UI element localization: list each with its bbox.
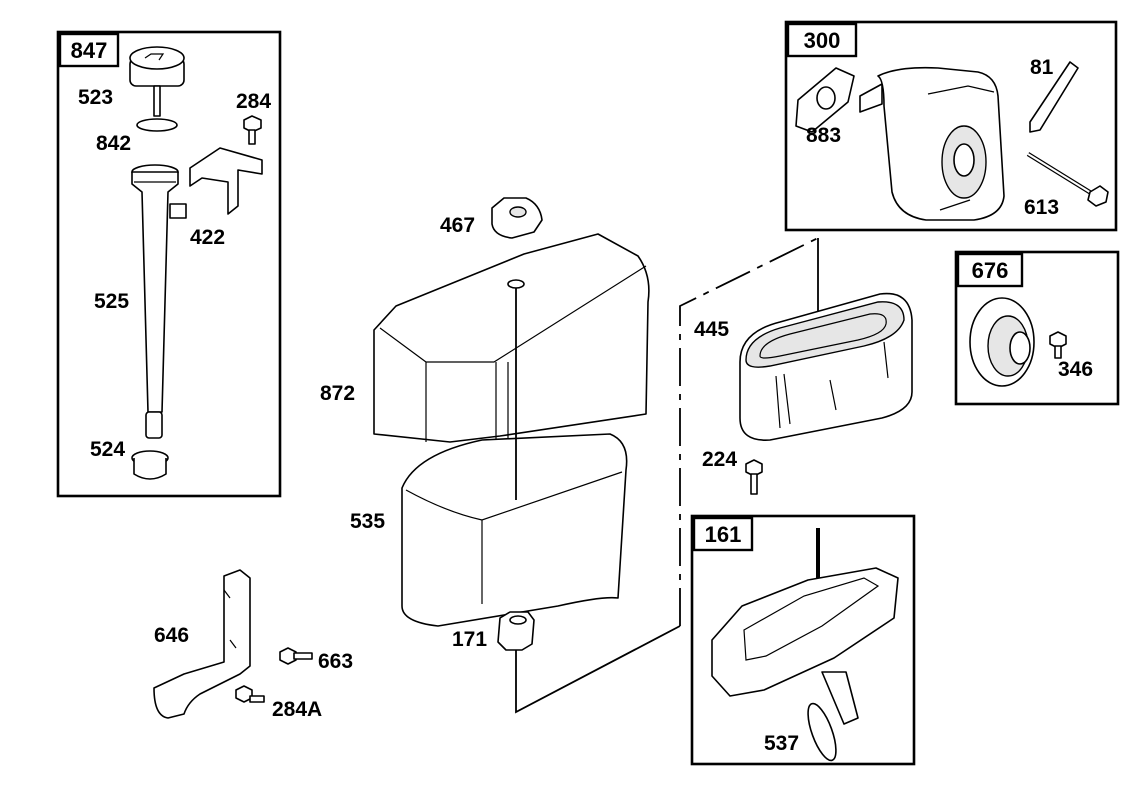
kit-300-frame (784, 20, 1118, 232)
knob-467-drawing (491, 197, 543, 239)
part-label-346: 346 (1058, 358, 1093, 381)
part-label-284: 284 (236, 90, 271, 113)
part-label-467: 467 (440, 214, 475, 237)
leader-line-bottom (515, 625, 681, 714)
kit-676-frame (954, 250, 1120, 406)
kit-161-tag (692, 516, 754, 552)
air-base-drawing (711, 528, 899, 725)
part-label-525: 525 (94, 290, 129, 313)
kit-676-tag (956, 252, 1024, 288)
kit-847-tag (58, 32, 120, 68)
part-label-872: 872 (320, 382, 355, 405)
part-label-842: 842 (96, 132, 131, 155)
bracket-422-drawing (189, 147, 263, 215)
part-label-535: 535 (350, 510, 385, 533)
screw-284-drawing (243, 115, 262, 145)
dipstick-cap-drawing (129, 46, 185, 117)
gasket-883-drawing (795, 67, 855, 133)
part-label-646: 646 (154, 624, 189, 647)
part-label-523: 523 (78, 86, 113, 109)
seal-537-drawing (807, 702, 837, 762)
kit-676-group: 676 346 (954, 250, 1120, 406)
kit-161-label: 161 (705, 522, 742, 547)
muffler-drawing (859, 66, 1005, 221)
kit-847-frame (56, 30, 282, 498)
bracket-646-drawing (153, 569, 251, 719)
kit-847-group: 847 523 842 284 (56, 30, 282, 498)
guard-drawing (969, 297, 1035, 387)
kit-300-label: 300 (804, 28, 841, 53)
part-label-422: 422 (190, 226, 225, 249)
kit-300-tag (786, 22, 858, 58)
kit-161-frame (690, 514, 916, 766)
part-label-224: 224 (702, 448, 737, 471)
kit-676-label: 676 (972, 258, 1009, 283)
screw-346-drawing (1049, 331, 1067, 359)
kit-161-group: 161 537 (690, 514, 916, 766)
bolt-613-drawing (1026, 152, 1109, 207)
bracket-81-drawing (1029, 61, 1079, 133)
kit-847-label: 847 (71, 38, 108, 63)
leader-line-dashed (679, 237, 819, 626)
filter-445-drawing (739, 292, 913, 441)
part-label-883: 883 (806, 124, 841, 147)
cover-872-drawing (373, 233, 650, 443)
kit-300-group: 300 883 81 613 (784, 20, 1118, 232)
part-label-524: 524 (90, 438, 125, 461)
screw-224-drawing (745, 459, 763, 495)
part-label-445: 445 (694, 318, 729, 341)
grommet-171-drawing (497, 611, 535, 651)
part-label-613: 613 (1024, 196, 1059, 219)
part-label-81: 81 (1030, 56, 1054, 79)
part-label-663: 663 (318, 650, 353, 673)
part-label-171: 171 (452, 628, 487, 651)
prefilter-535-drawing (401, 433, 628, 627)
part-label-284a: 284A (272, 698, 322, 721)
screw-663-drawing (279, 647, 313, 665)
plug-524-drawing (131, 450, 169, 480)
o-ring-drawing (136, 118, 178, 132)
screw-284a-drawing (235, 685, 265, 703)
part-label-537: 537 (764, 732, 799, 755)
fill-tube-drawing (131, 164, 187, 439)
